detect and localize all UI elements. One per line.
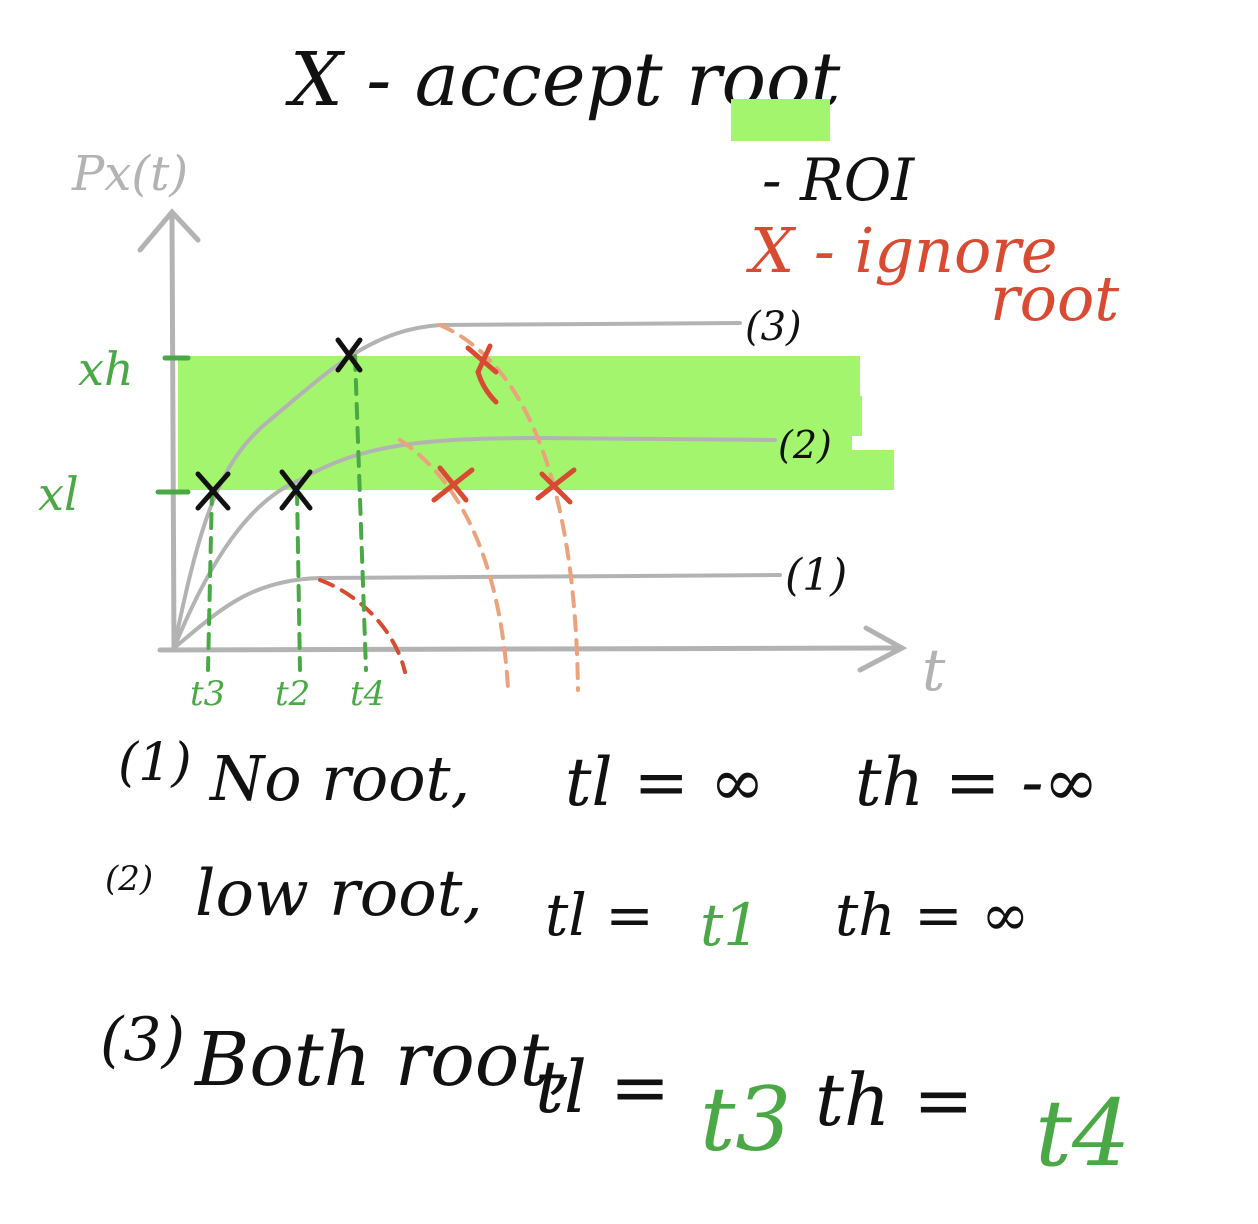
curve-1-label: (1) xyxy=(785,550,847,601)
y-tick-xl: xl xyxy=(38,467,79,521)
ignore-path-curve-3 xyxy=(438,323,580,692)
case-3-text: Both root, xyxy=(193,1017,573,1103)
ignore-path-curve-2 xyxy=(398,438,510,690)
case-2-tl-value: t1 xyxy=(700,891,760,959)
ignore-legend-line2: root xyxy=(990,262,1119,335)
case-2: (2) low root, tl = t1 th = ∞ xyxy=(105,857,1029,959)
case-3-th: th = xyxy=(815,1058,974,1142)
y-axis xyxy=(169,215,177,653)
case-2-number: (2) xyxy=(105,859,153,899)
ignore-markers xyxy=(431,343,577,505)
x-tick-t2: t2 xyxy=(275,674,310,714)
curve-3 xyxy=(172,321,742,650)
ignore-marker-curve-3 xyxy=(465,343,499,405)
guide-lines xyxy=(206,354,368,672)
case-3-tl: tl = xyxy=(535,1045,670,1129)
roi-band xyxy=(178,356,894,490)
case-3-tl-value: t3 xyxy=(700,1068,791,1171)
y-axis-arrow xyxy=(137,208,201,253)
ignore-marker-curve-2-a xyxy=(431,465,475,503)
accept-markers xyxy=(195,337,363,511)
case-2-tl: tl = xyxy=(545,881,654,949)
accept-marker-t3 xyxy=(195,471,231,511)
guide-t2 xyxy=(295,488,302,672)
curve-3-label: (3) xyxy=(745,304,802,350)
ignore-path-curve-1 xyxy=(318,578,407,674)
y-ticks xyxy=(155,355,191,495)
case-1-th: th = -∞ xyxy=(855,744,1099,821)
guide-t4 xyxy=(353,354,368,672)
roi-legend-swatch xyxy=(731,99,830,141)
case-1-text: No root, xyxy=(208,742,470,815)
case-3: (3) Both root, tl = t3 th = t4 xyxy=(100,1005,1131,1187)
case-1-number: (1) xyxy=(118,733,192,793)
x-tick-t3: t3 xyxy=(190,674,225,714)
roi-legend-label: - ROI xyxy=(762,146,915,214)
y-tick-xh: xh xyxy=(78,342,134,396)
y-axis-label: Px(t) xyxy=(71,146,188,202)
case-2-th: th = ∞ xyxy=(835,881,1029,949)
ignore-legend-line1: X - ignore xyxy=(746,214,1058,287)
curve-1 xyxy=(172,573,782,650)
x-axis-label: t xyxy=(922,636,946,704)
case-3-number: (3) xyxy=(100,1005,185,1075)
case-2-text: low root, xyxy=(195,857,483,931)
x-tick-t4: t4 xyxy=(350,674,385,714)
accept-marker-t4 xyxy=(335,337,363,373)
guide-t3 xyxy=(206,488,214,672)
curve-2-label: (2) xyxy=(778,423,832,467)
x-axis-arrow xyxy=(857,625,908,673)
ignore-marker-curve-2-b xyxy=(535,467,577,505)
case-1: (1) No root, tl = ∞ th = -∞ xyxy=(118,733,1099,821)
axes xyxy=(137,208,908,673)
case-1-tl: tl = ∞ xyxy=(565,744,765,821)
x-axis xyxy=(157,645,898,653)
accept-marker-t2 xyxy=(279,469,313,511)
ignore-paths xyxy=(318,323,580,692)
case-3-th-value: t4 xyxy=(1035,1080,1131,1187)
